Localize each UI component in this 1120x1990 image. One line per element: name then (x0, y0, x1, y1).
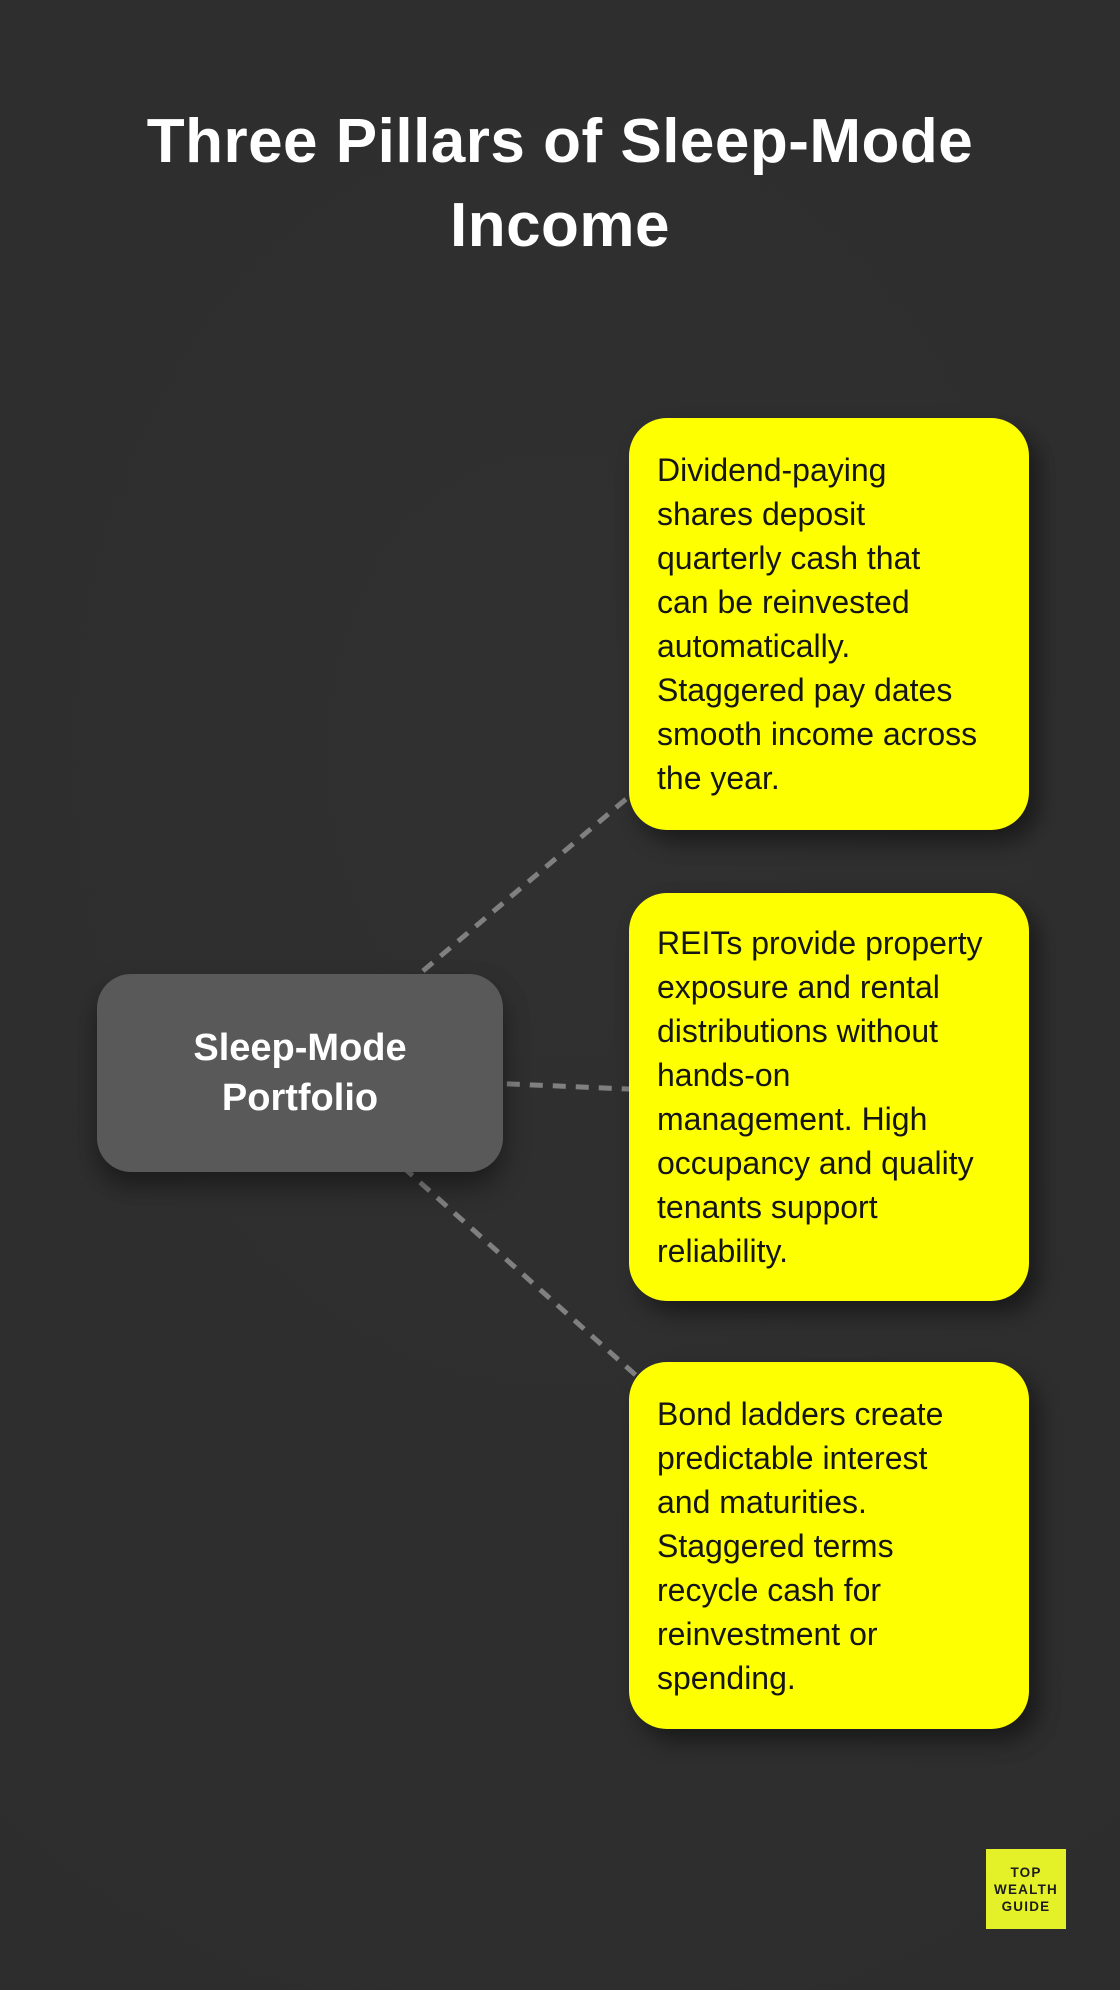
note-reits-text: REITs provide property exposure and rent… (657, 925, 983, 1269)
page-title: Three Pillars of Sleep-Mode Income (146, 107, 974, 260)
badge-line-wealth: WEALTH (994, 1881, 1058, 1897)
center-node-label: Sleep-Mode Portfolio (193, 1027, 407, 1119)
center-node: Sleep-Mode Portfolio (97, 974, 503, 1172)
note-dividends: Dividend-paying shares deposit quarterly… (629, 418, 1029, 830)
note-bonds-text: Bond ladders create predictable interest… (657, 1395, 944, 1696)
note-reits: REITs provide property exposure and rent… (629, 893, 1029, 1301)
note-dividends-text: Dividend-paying shares deposit quarterly… (657, 452, 978, 796)
brand-badge: TOP WEALTH GUIDE (986, 1849, 1066, 1929)
note-bonds: Bond ladders create predictable interest… (629, 1362, 1029, 1729)
badge-line-top: TOP (1010, 1864, 1042, 1880)
badge-line-guide: GUIDE (1001, 1898, 1051, 1914)
